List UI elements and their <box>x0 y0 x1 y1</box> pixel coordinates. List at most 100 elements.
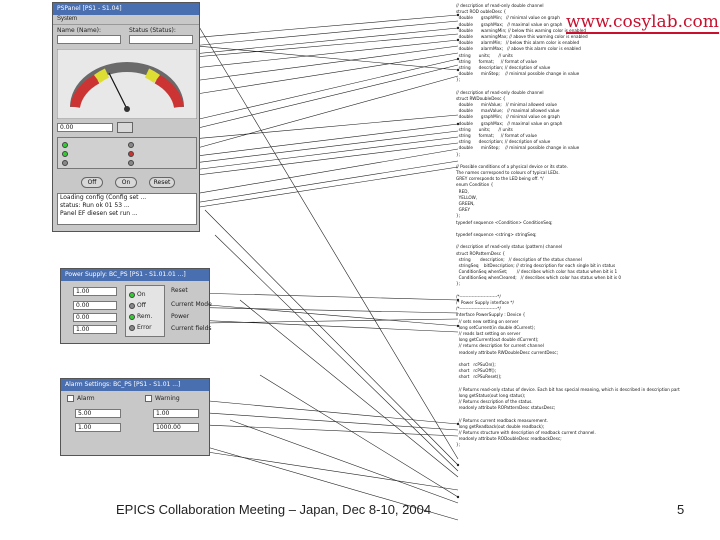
warning-checkbox-label: Warning <box>155 395 180 402</box>
code-line: struct ROPatternDesc { <box>456 250 506 256</box>
led-indicator <box>128 142 134 148</box>
code-line: long setCurrent(in double dCurrent); <box>456 324 535 330</box>
bc-field[interactable]: 0.00 <box>73 301 117 310</box>
connector-line <box>179 166 459 211</box>
led-label: Off <box>137 302 146 309</box>
code-line: double graphMax; // maximal value on gra… <box>456 21 563 27</box>
code-line: ConditionSeq whenCleared; // describes w… <box>456 275 622 281</box>
console-line: status: Run ok 01 53 ... <box>60 202 130 209</box>
warning-field[interactable]: 1000.00 <box>153 423 199 432</box>
code-line: long getStatus(out long status); <box>456 392 526 398</box>
led-indicator <box>128 160 134 166</box>
current-gauge <box>57 49 197 119</box>
name-field[interactable] <box>57 35 121 44</box>
apply-button[interactable] <box>117 122 133 133</box>
code-line: ConditionSeq whenSet; // describes which… <box>456 269 618 275</box>
on-button[interactable]: On <box>115 177 137 188</box>
alarm-field[interactable]: 5.00 <box>75 409 121 418</box>
code-line: short rcPSuOff(); <box>456 368 497 374</box>
reset-button[interactable]: Reset <box>149 177 175 188</box>
code-line: string units; // units <box>456 52 513 58</box>
connector-line <box>151 27 459 59</box>
code-line: // Possible conditions of a physical dev… <box>456 163 568 169</box>
connector-dot <box>456 26 460 30</box>
connector-dot <box>456 298 460 302</box>
setpoint-field[interactable]: 0.00 <box>57 123 113 132</box>
code-line: /*-------------------------*/ <box>456 293 501 299</box>
connector-line <box>159 33 459 61</box>
connector-line <box>197 64 459 129</box>
connector-line <box>189 52 459 96</box>
code-line: struct ROD oubleDesc { <box>456 9 507 15</box>
page-number: 5 <box>677 502 685 517</box>
bc-field[interactable]: 1.00 <box>73 287 117 296</box>
code-line: struct RWDoubleDesc { <box>456 95 506 101</box>
led-label: Rem. <box>137 313 153 320</box>
alarm-panel-titlebar[interactable]: Alarm Settings: BC_PS [PS1 - S1.01 ...] <box>61 379 209 391</box>
code-line: interface PowerSupply : Device { <box>456 312 526 318</box>
bc-panel-titlebar[interactable]: Power Supply: BC_PS [PS1 - S1.01.01 ...] <box>61 269 209 281</box>
footer-text: EPICS Collaboration Meeting – Japan, Dec… <box>116 502 432 517</box>
connector-dot <box>456 57 460 61</box>
alarm-checkbox[interactable] <box>67 395 74 402</box>
code-line: // Returns structure with description of… <box>456 429 596 435</box>
connector-dot <box>456 495 460 499</box>
code-line: // description of read-only status (patt… <box>456 244 563 250</box>
code-line: double graphMin; // minimal value on gra… <box>456 15 560 21</box>
code-line: typedef sequence <Condition> ConditionSe… <box>456 219 553 225</box>
bc-panel-window: Power Supply: BC_PS [PS1 - S1.01.01 ...]… <box>60 268 212 344</box>
code-line: GREEN, <box>456 201 475 206</box>
code-line: readonly attribute RODoubleDesc readback… <box>456 436 562 442</box>
status-label: Status (Status): <box>129 27 176 34</box>
code-line: YELLOW, <box>456 194 478 200</box>
bc-side-button[interactable]: Current Mode <box>171 301 212 308</box>
bc-field[interactable]: 0.00 <box>73 313 117 322</box>
connector-dot <box>456 422 460 426</box>
code-line: string description; // description of va… <box>456 64 551 70</box>
connector-dot <box>456 324 460 328</box>
alarm-panel-window: Alarm Settings: BC_PS [PS1 - S1.01 ...] … <box>60 378 210 456</box>
code-line: The names correspond to colours of typic… <box>456 170 560 176</box>
code-line: }; <box>456 213 461 219</box>
warning-field[interactable]: 1.00 <box>153 409 199 418</box>
bc-side-button[interactable]: Reset <box>171 287 188 294</box>
connector-line <box>214 234 459 472</box>
cosylab-logo-bar <box>566 32 719 34</box>
code-line: string format; // format of value <box>456 58 537 64</box>
led-indicator <box>62 160 68 166</box>
connector-dot <box>456 122 460 126</box>
name-label: Name (Name): <box>57 27 102 34</box>
ps-panel-titlebar[interactable]: PSPanel [PS1 - S1.04] <box>53 3 199 15</box>
alarm-field[interactable]: 1.00 <box>75 423 121 432</box>
code-line: long getCurrent(out double dCurrent); <box>456 337 539 343</box>
code-line: double alarmMin; // below this alarm col… <box>456 40 580 46</box>
ps-panel-menubar[interactable]: System <box>53 15 199 25</box>
bc-side-button[interactable]: Current fields <box>171 325 212 332</box>
code-line: double warningMin; // below this warning… <box>456 27 586 33</box>
code-line: readonly attribute ROPatternDesc statusD… <box>456 405 556 411</box>
code-line: double minStep; // minimal possible chan… <box>456 71 580 77</box>
console-line: Loading config (Config set ... <box>60 194 147 201</box>
status-field[interactable] <box>129 35 193 44</box>
code-line: }; <box>456 281 461 287</box>
connector-line <box>149 160 459 211</box>
bc-side-button[interactable]: Power <box>171 313 190 320</box>
code-line: }; <box>456 77 461 83</box>
bc-led-box: On Off Rem. Error <box>125 285 165 337</box>
led-indicator <box>129 325 135 331</box>
connector-line <box>229 419 459 504</box>
code-line: short rcPSuReset(); <box>456 374 502 380</box>
connector-dot <box>456 38 460 42</box>
bc-field[interactable]: 1.00 <box>73 325 117 334</box>
code-line: /*-------------------------*/ <box>456 306 501 312</box>
connector-dot <box>456 13 460 17</box>
code-line: double maxValue; // maximal allowed valu… <box>456 108 560 114</box>
status-leds-box <box>57 137 197 169</box>
code-line: stringSeq bitDescription; // string desc… <box>456 262 616 268</box>
cosylab-logo: www.cosylab.com <box>566 12 719 34</box>
warning-checkbox[interactable] <box>145 395 152 402</box>
connector-line <box>189 75 459 151</box>
led-indicator <box>62 142 68 148</box>
off-button[interactable]: Off <box>81 177 103 188</box>
connector-line <box>259 374 459 498</box>
